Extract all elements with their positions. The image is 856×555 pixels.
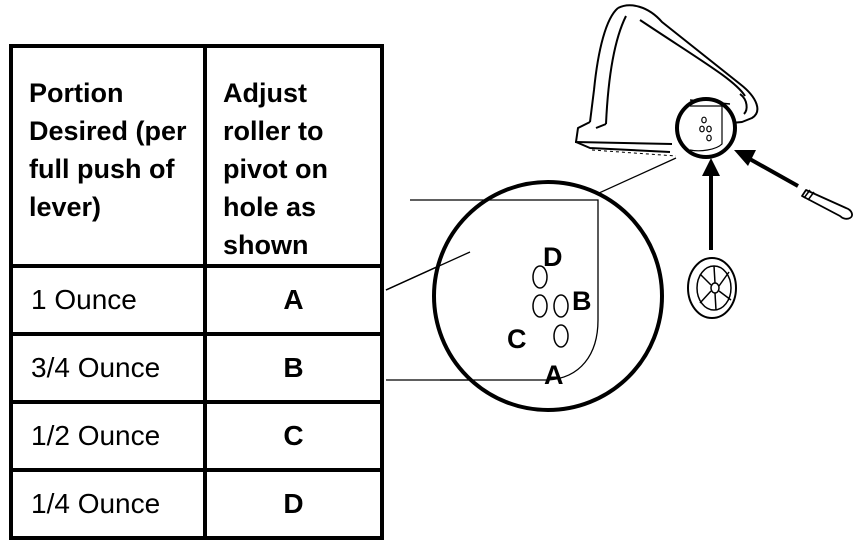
pivot-pin — [801, 189, 853, 220]
hole-letter: C — [203, 400, 384, 472]
arrow-from-pin — [734, 150, 799, 188]
hole-letter: B — [203, 332, 384, 404]
roller-wheel — [687, 257, 737, 319]
small-callout-circle — [675, 97, 737, 159]
table-header-row: Portion Desired (per full push of lever)… — [9, 44, 384, 268]
table-row: 1/2 Ounce C — [9, 400, 384, 472]
header-portion-desired: Portion Desired (per full push of lever) — [9, 44, 207, 268]
portion-amount: 1/4 Ounce — [9, 468, 207, 540]
hole-empty — [532, 294, 548, 318]
hole-label-a: A — [544, 360, 564, 390]
portion-amount: 3/4 Ounce — [9, 332, 207, 404]
arrow-from-roller — [702, 158, 720, 250]
hole-a — [553, 324, 569, 348]
table-row: 1 Ounce A — [9, 264, 384, 336]
hole-letter: A — [203, 264, 384, 336]
hole-label-b: B — [572, 286, 592, 316]
table-row: 1/4 Ounce D — [9, 468, 384, 540]
magnified-callout-circle: D B C A — [385, 180, 664, 412]
dispenser-body — [574, 4, 759, 153]
portion-amount: 1/2 Ounce — [9, 400, 207, 472]
header-adjust-roller: Adjust roller to pivot on hole as shown — [203, 44, 384, 268]
hole-b — [553, 294, 569, 318]
hole-d — [532, 265, 548, 289]
portion-amount: 1 Ounce — [9, 264, 207, 336]
portion-table: Portion Desired (per full push of lever)… — [9, 44, 384, 540]
body-leader-dotted — [591, 149, 677, 157]
table-row: 3/4 Ounce B — [9, 332, 384, 404]
hole-label-d: D — [543, 242, 563, 272]
hole-label-c: C — [507, 324, 527, 354]
hole-letter: D — [203, 468, 384, 540]
